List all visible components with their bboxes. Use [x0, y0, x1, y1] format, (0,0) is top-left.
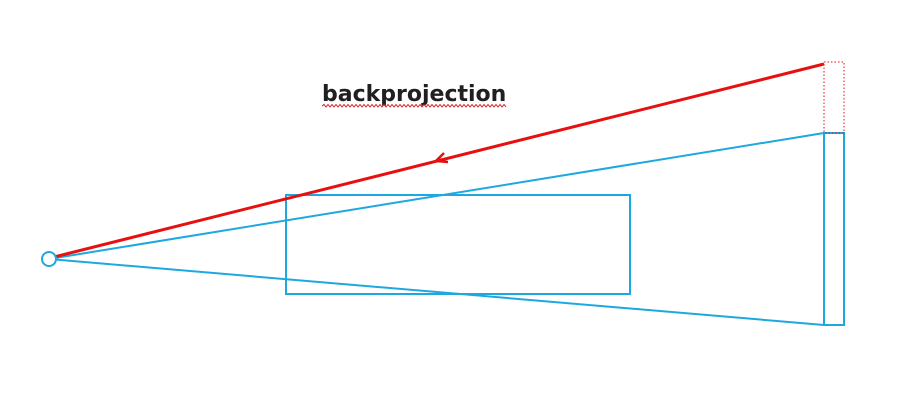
cone-lower-edge [48, 258, 825, 326]
source-point [41, 251, 57, 267]
object-rectangle [285, 194, 631, 295]
spellcheck-underline [321, 103, 507, 108]
ray-arrowhead [433, 152, 449, 164]
detector-extension-dotted [823, 61, 845, 134]
detector-bar [823, 132, 845, 326]
diagram-title: backprojection [322, 82, 506, 107]
